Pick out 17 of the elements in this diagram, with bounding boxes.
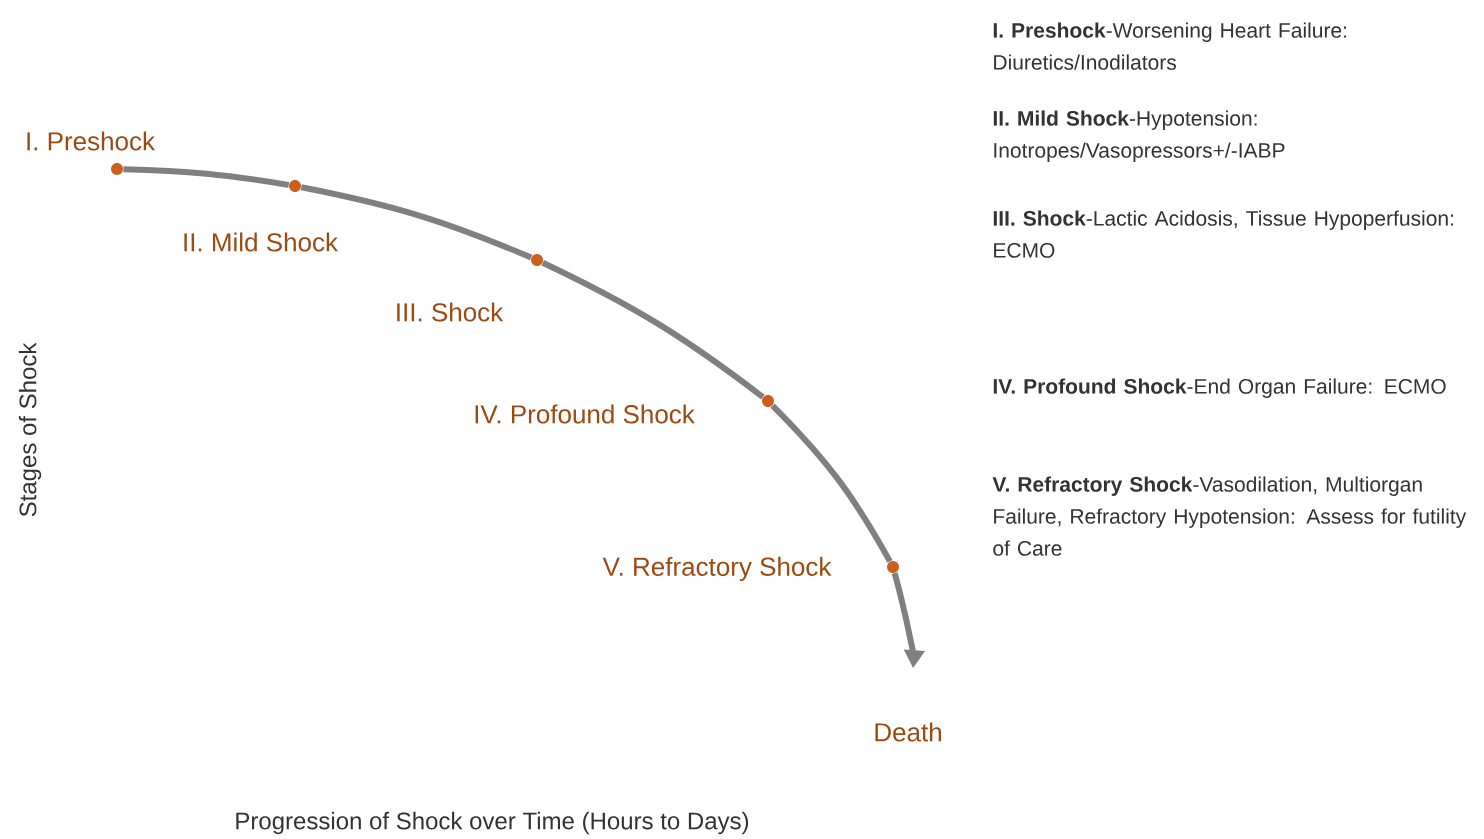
stage-label: V. Refractory Shock	[602, 556, 832, 582]
treatment-note: II. Mild Shock-Hypotension: Inotropes/Vasopressors+/-IABP	[993, 110, 1285, 162]
curve-segment	[300, 184, 533, 261]
axis-label: Progression of Shock over Time (Hours to Days)	[236, 811, 749, 835]
stage-label: IV. Profound Shock	[475, 404, 695, 424]
treatment-note: III. Shock-Lactic Acidosis, Tissue Hypoperfusion: ECMO	[993, 210, 1453, 258]
axis-label: Stages of Shock	[18, 342, 42, 517]
stage-label: I. Preshock	[27, 131, 156, 151]
curve-segment	[123, 166, 290, 188]
stage-label: III. Shock	[397, 302, 504, 322]
treatment-note: IV. Profound Shock-End Organ Failure: ECMO	[993, 378, 1446, 398]
curve-segment	[770, 403, 893, 563]
curve-segment	[541, 260, 765, 400]
stage-label: Death	[875, 722, 941, 742]
treatment-note: I. Preshock-Worsening Heart Failure: Diuretics/Inodilators	[993, 22, 1347, 70]
treatment-note: V. Refractory Shock-Vasodilation, Multiorgan Failure, Refractory Hypotension: Assess for futility of Care	[992, 476, 1467, 556]
stage-label: II. Mild Shock	[184, 232, 339, 252]
